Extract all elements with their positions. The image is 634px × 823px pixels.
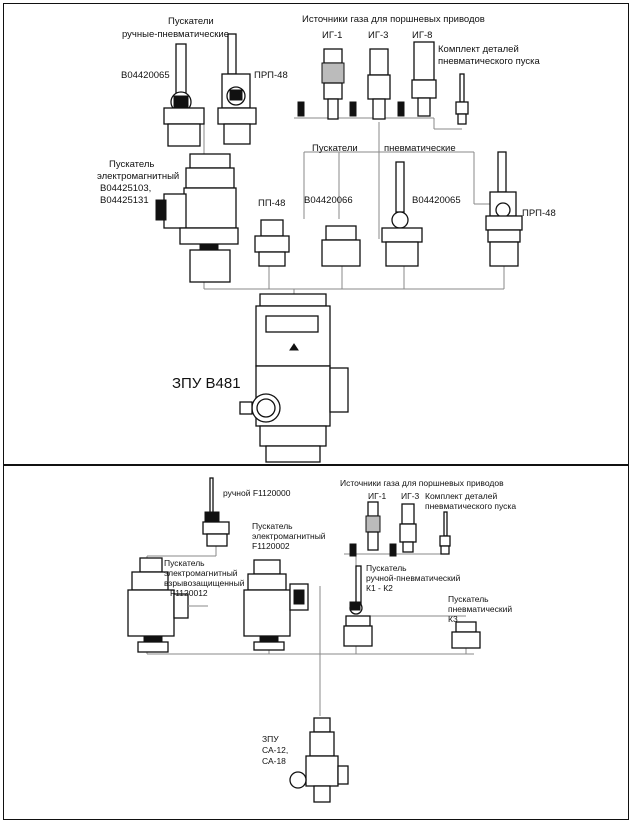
label-prp48-right: ПРП-48: [522, 208, 556, 219]
label-mp-3: К1 - К2: [366, 583, 393, 593]
label-k3-3: К3: [448, 614, 458, 624]
label-ig1-bottom: ИГ-1: [368, 491, 387, 501]
top-panel: Пускатели ручные-пневматические В0442006…: [3, 3, 629, 465]
top-diagram: Пускатели ручные-пневматические В0442006…: [97, 14, 556, 463]
gas-source-ig1-bottom: [349, 501, 381, 557]
label-ig3-bottom: ИГ-3: [401, 491, 420, 501]
label-zpu-ca-1: ЗПУ: [262, 734, 279, 744]
label-manual-pneumatic-2: ручные-пневматические: [122, 29, 229, 40]
label-ig8: ИГ-8: [412, 30, 432, 41]
gas-fittings: [297, 101, 405, 117]
label-pneumatic-a: Пускатели: [312, 143, 358, 154]
label-zpu-b481: ЗПУ В481: [172, 375, 241, 392]
label-kit-2: пневматического пуска: [438, 56, 540, 67]
label-em-f-1: Пускатель: [252, 521, 293, 531]
label-prp48-left: ПРП-48: [254, 70, 288, 81]
label-manual-f1120000: ручной F1120000: [223, 488, 291, 498]
label-em-f-3: F1120002: [252, 541, 290, 551]
label-pp48: ПП-48: [258, 198, 285, 209]
label-kit-1: Комплект деталей: [438, 44, 519, 55]
gas-source-ig1: [321, 48, 345, 120]
label-mp-2: ручной-пневматический: [366, 573, 461, 583]
manual-starter-f1120000: [202, 477, 230, 547]
label-k3-1: Пускатель: [448, 594, 489, 604]
label-b04420066: В04420066: [304, 195, 353, 206]
label-em-1: Пускатель: [109, 159, 154, 170]
pneumatic-kit: [455, 73, 469, 125]
label-zpu-ca-2: СА-12,: [262, 745, 288, 755]
label-b04420065-left: В04420065: [121, 70, 170, 81]
label-gas-sources-bottom: Источники газа для поршневых приводов: [340, 478, 504, 488]
label-manual-pneumatic-1: Пускатели: [168, 16, 214, 27]
manual-pneumatic-starter-k1k2: [343, 565, 373, 647]
label-k3-2: пневматический: [448, 604, 512, 614]
explosion-proof-starter: [127, 557, 208, 653]
bottom-panel: ручной F1120000 Источники газа для поршн…: [3, 465, 629, 820]
label-mp-1: Пускатель: [366, 563, 407, 573]
pneumatic-kit-bottom: [439, 511, 451, 555]
label-em-3: В04425103,: [100, 183, 151, 194]
label-em-2: электромагнитный: [97, 171, 179, 182]
label-ig3: ИГ-3: [368, 30, 388, 41]
bottom-diagram: ручной F1120000 Источники газа для поршн…: [127, 477, 516, 803]
label-ex-1: Пускатель: [164, 558, 205, 568]
label-b04420065-right: В04420065: [412, 195, 461, 206]
label-em-f-2: электромагнитный: [252, 531, 326, 541]
label-ig1: ИГ-1: [322, 30, 342, 41]
starter-b04420065-left: [163, 43, 205, 147]
gas-source-ig3-bottom: [389, 503, 417, 557]
label-kit-bottom-1: Комплект деталей: [425, 491, 497, 501]
zpu-b481-valve: [239, 293, 349, 463]
zpu-ca-valve: [289, 717, 349, 803]
starter-pp48: [254, 219, 290, 267]
label-kit-bottom-2: пневматического пуска: [425, 501, 516, 511]
label-pneumatic-b: пневматические: [384, 143, 456, 154]
top-connection-lines: [203, 117, 505, 299]
label-ex-3: взрывозащищенный: [164, 578, 245, 588]
electromagnetic-starter-f1120002: [243, 559, 309, 651]
label-em-4: В04425131: [100, 195, 149, 206]
pneumatic-starter-k3: [451, 621, 481, 649]
label-gas-sources: Источники газа для поршневых приводов: [302, 14, 485, 25]
starter-prp48-left: [217, 33, 257, 145]
starter-b04420065-right: [381, 161, 423, 267]
starter-prp48-right: [485, 151, 523, 267]
gas-source-ig3: [367, 48, 391, 120]
electromagnetic-starter: [155, 153, 239, 283]
label-zpu-ca-3: СА-18: [262, 756, 286, 766]
label-ex-4: F1120012: [170, 588, 208, 598]
gas-source-ig8: [411, 41, 437, 117]
label-ex-2: электромагнитный: [164, 568, 238, 578]
starter-b04420066: [321, 225, 361, 267]
